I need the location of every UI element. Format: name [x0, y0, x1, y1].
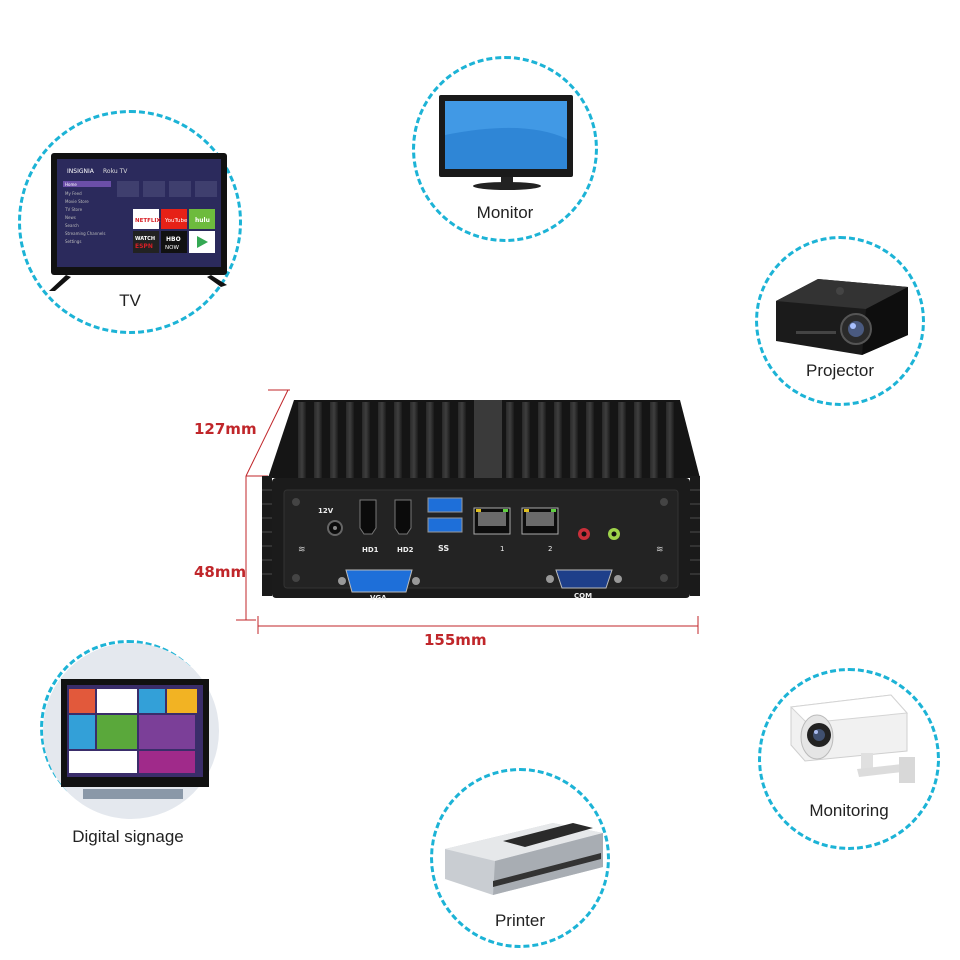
svg-text:ESPN: ESPN [135, 243, 153, 250]
svg-text:Streaming Channels: Streaming Channels [65, 231, 105, 236]
monitor-label: Monitor [476, 203, 534, 222]
monitor-icon [439, 95, 573, 190]
depth-dimension: 127mm [194, 420, 257, 438]
tv-brand: INSIGNIA [67, 168, 95, 175]
svg-text:NOW: NOW [165, 245, 179, 251]
svg-text:WATCH: WATCH [135, 236, 155, 242]
tv-label: TV [119, 291, 141, 310]
svg-text:≋: ≋ [656, 545, 664, 555]
svg-text:YouTube: YouTube [164, 218, 188, 224]
svg-text:NETFLIX: NETFLIX [135, 218, 161, 224]
printer-icon [445, 823, 603, 895]
hdmi1-label: HD1 [362, 546, 379, 554]
lan2-label: 2 [548, 545, 553, 553]
digital-signage-circle: Digital signage [40, 640, 219, 846]
svg-text:HBO: HBO [166, 236, 181, 243]
svg-text:Movie Store: Movie Store [65, 199, 89, 204]
svg-text:hulu: hulu [195, 217, 210, 224]
projector-label: Projector [805, 361, 875, 380]
digital-signage-icon [43, 643, 219, 819]
vga-label: VGA [370, 594, 387, 602]
width-dimension: 155mm [424, 631, 487, 649]
svg-text:Home: Home [65, 182, 77, 187]
tv-icon: INSIGNIA Roku TV Home My Feed Movie Stor… [49, 153, 227, 291]
hdmi2-label: HD2 [397, 546, 414, 554]
svg-text:Search: Search [65, 223, 79, 228]
usb-label: SS [438, 544, 450, 553]
tv-circle: INSIGNIA Roku TV Home My Feed Movie Stor… [18, 110, 242, 334]
svg-text:Settings: Settings [65, 239, 81, 244]
height-dimension: 48mm [194, 563, 247, 581]
monitor-circle: Monitor [412, 56, 598, 242]
monitoring-circle: Monitoring [758, 668, 940, 850]
printer-circle: Printer [430, 768, 610, 948]
power-label: 12V [318, 507, 334, 515]
printer-label: Printer [494, 911, 546, 930]
svg-text:TV Store: TV Store [64, 207, 83, 212]
lan1-label: 1 [500, 545, 505, 553]
tv-os: Roku TV [103, 168, 128, 175]
svg-text:≋: ≋ [298, 545, 306, 555]
security-camera-icon [789, 694, 915, 783]
projector-circle: Projector [755, 236, 925, 406]
com-label: COM [574, 592, 593, 600]
projector-icon [776, 279, 908, 355]
digital-signage-label: Digital signage [72, 827, 184, 846]
svg-text:My Feed: My Feed [65, 191, 82, 196]
monitoring-label: Monitoring [809, 801, 889, 820]
svg-text:News: News [65, 215, 76, 220]
